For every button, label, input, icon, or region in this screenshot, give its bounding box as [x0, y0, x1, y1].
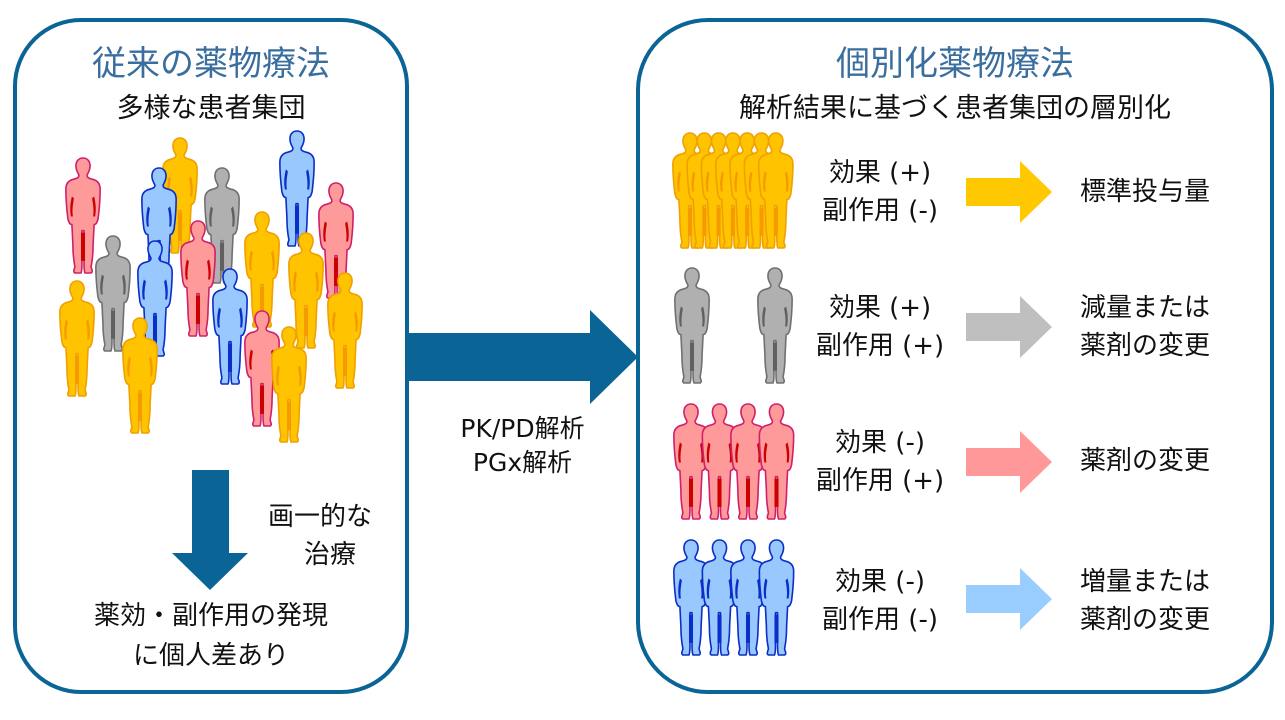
uniform-treatment-label: 画一的な 治療: [250, 498, 390, 574]
effect-label: 効果 (-): [835, 567, 925, 597]
diverse-patient-population-label: 多様な患者集団: [116, 93, 306, 124]
analysis-label: PK/PD解析 PGx解析: [409, 412, 636, 480]
group-outcome: 効果 (+) 副作用 (-): [800, 154, 960, 230]
analysis-arrow: [409, 310, 638, 404]
uniform-treatment-line2: 治療: [303, 540, 356, 570]
individual-variation-line2: に個人差あり: [132, 641, 289, 671]
action-label: 増量または 薬剤の変更: [1055, 563, 1235, 639]
personalized-therapy-title: 個別化薬物療法: [836, 44, 1074, 84]
action-line1: 増量または: [1079, 567, 1210, 597]
pgx-analysis-label: PGx解析: [472, 448, 573, 477]
action-line1: 減量または: [1079, 293, 1210, 323]
action-line1: 標準投与量: [1079, 177, 1210, 207]
effect-label: 効果 (-): [835, 428, 925, 458]
action-line2: 薬剤の変更: [1079, 331, 1210, 361]
conventional-therapy-title: 従来の薬物療法: [92, 44, 330, 84]
group-outcome: 効果 (+) 副作用 (+): [800, 289, 960, 365]
individual-variation-label: 薬効・副作用の発現 に個人差あり: [13, 596, 409, 676]
side-effect-label: 副作用 (+): [815, 466, 945, 496]
pkpd-analysis-label: PK/PD解析: [460, 414, 585, 443]
stratification-label: 解析結果に基づく患者集団の層別化: [739, 93, 1171, 124]
effect-label: 効果 (+): [828, 293, 932, 323]
action-label: 薬剤の変更: [1055, 442, 1235, 480]
uniform-treatment-line1: 画一的な: [267, 502, 372, 532]
effect-label: 効果 (+): [828, 158, 932, 188]
action-line2: 薬剤の変更: [1079, 605, 1210, 635]
action-label: 標準投与量: [1055, 173, 1235, 211]
action-line1: 薬剤の変更: [1079, 446, 1210, 476]
side-effect-label: 副作用 (+): [815, 331, 945, 361]
group-outcome: 効果 (-) 副作用 (+): [800, 424, 960, 500]
group-outcome: 効果 (-) 副作用 (-): [800, 563, 960, 639]
side-effect-label: 副作用 (-): [822, 605, 938, 635]
action-label: 減量または 薬剤の変更: [1055, 289, 1235, 365]
individual-variation-line1: 薬効・副作用の発現: [93, 601, 328, 631]
side-effect-label: 副作用 (-): [822, 196, 938, 226]
